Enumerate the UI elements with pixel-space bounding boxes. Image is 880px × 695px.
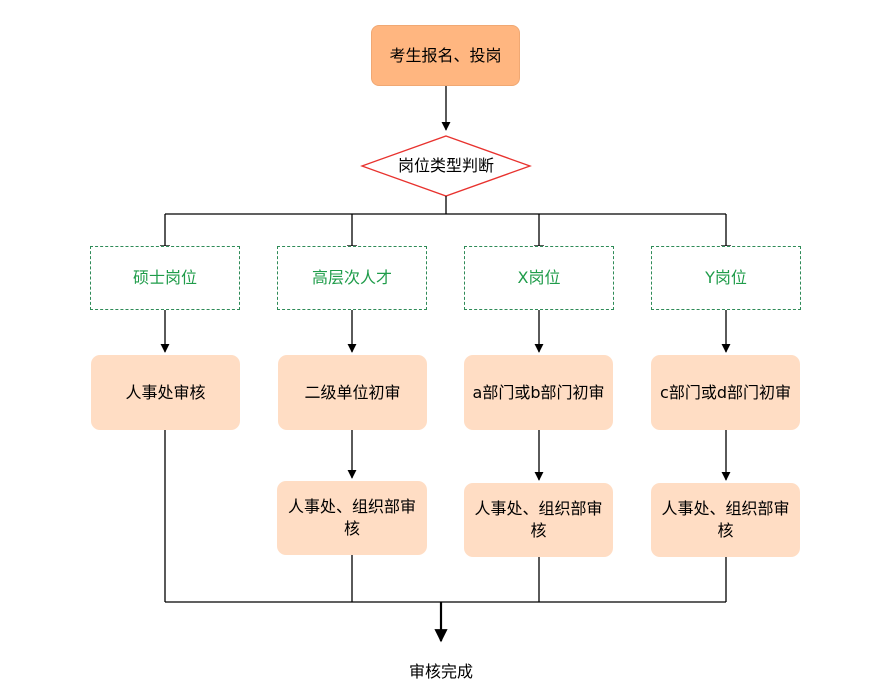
category-label-2: 高层次人才 — [311, 268, 392, 287]
step-label-2-1: 二级单位初审 — [304, 382, 401, 402]
category-label-4: Y岗位 — [705, 268, 747, 287]
step-label-4-1: c部门或d部门初审 — [660, 382, 791, 402]
category-node-4: Y岗位 — [651, 246, 801, 310]
end-label: 审核完成 — [408, 662, 473, 681]
category-node-1: 硕士岗位 — [90, 246, 240, 310]
step-label-3-2: 人事处、组织部审核 — [474, 499, 603, 540]
category-label-3: X岗位 — [517, 268, 561, 287]
step-node-4-2: 人事处、组织部审核 — [651, 483, 800, 557]
start-node-label: 考生报名、投岗 — [389, 45, 502, 65]
step-label-1-1: 人事处审核 — [125, 382, 206, 402]
step-node-3-2: 人事处、组织部审核 — [464, 483, 613, 557]
step-node-3-1: a部门或b部门初审 — [464, 355, 613, 430]
step-label-4-2: 人事处、组织部审核 — [661, 499, 790, 540]
step-node-1-1: 人事处审核 — [91, 355, 240, 430]
decision-label: 岗位类型判断 — [397, 156, 494, 175]
step-node-2-1: 二级单位初审 — [278, 355, 427, 430]
step-label-3-1: a部门或b部门初审 — [472, 382, 605, 402]
start-node: 考生报名、投岗 — [371, 25, 520, 86]
step-label-2-2: 人事处、组织部审核 — [287, 497, 416, 538]
category-label-1: 硕士岗位 — [132, 268, 197, 287]
step-node-4-1: c部门或d部门初审 — [651, 355, 800, 430]
category-node-3: X岗位 — [464, 246, 614, 310]
step-node-2-2: 人事处、组织部审核 — [277, 481, 427, 555]
category-node-2: 高层次人才 — [277, 246, 427, 310]
